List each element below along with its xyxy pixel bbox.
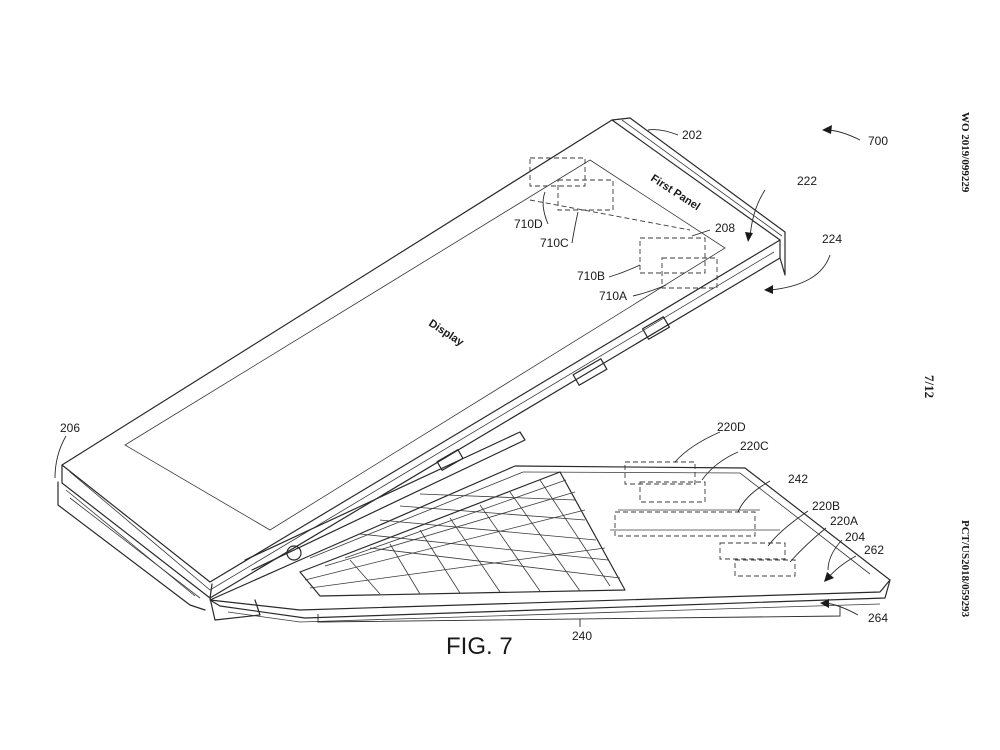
component-710D: [529, 157, 586, 187]
ref-710D: 710D: [514, 217, 543, 231]
ref-204: 204: [845, 530, 865, 544]
application-number: PCT/US2018/059293: [959, 520, 971, 618]
ref-220D: 220D: [717, 420, 746, 434]
keyboard-base: [209, 461, 891, 623]
ref-700: 700: [868, 134, 888, 148]
ref-242: 242: [788, 472, 808, 486]
region-242: [614, 511, 756, 537]
sheet-number: 7/12: [922, 375, 937, 398]
region-220D: [624, 461, 696, 485]
ref-224: 224: [822, 232, 842, 246]
ref-710C: 710C: [540, 236, 569, 250]
component-710B: [639, 237, 706, 274]
port-connector-middle: [572, 358, 608, 386]
ref-202: 202: [682, 128, 702, 142]
keyboard-keys: [299, 471, 626, 597]
ref-206: 206: [60, 421, 80, 435]
port-connector-upper: [642, 316, 670, 340]
region-220C: [639, 481, 706, 503]
region-220B: [719, 542, 786, 560]
component-710C: [557, 179, 614, 211]
ref-222: 222: [797, 174, 817, 188]
ref-710A: 710A: [599, 289, 627, 303]
ref-264: 264: [868, 611, 888, 625]
ref-208: 208: [715, 221, 735, 235]
document-number: WO 2019/099229: [959, 112, 971, 193]
ref-220B: 220B: [812, 499, 840, 513]
ref-220C: 220C: [740, 439, 769, 453]
display-screen: [124, 159, 726, 531]
region-220A: [734, 559, 796, 577]
display-label: Display: [426, 317, 466, 349]
component-710A: [661, 257, 718, 289]
reference-numerals: 700 202 222 224 208 710D 710C 710B 710A …: [54, 125, 888, 643]
port-connector-lower: [436, 449, 464, 471]
ref-240: 240: [572, 629, 592, 643]
figure-caption: FIG. 7: [446, 633, 513, 660]
ref-710B: 710B: [577, 269, 605, 283]
ref-220A: 220A: [830, 514, 858, 528]
power-button: [286, 545, 302, 561]
display-panel: [57, 117, 786, 621]
ref-262: 262: [864, 543, 884, 557]
